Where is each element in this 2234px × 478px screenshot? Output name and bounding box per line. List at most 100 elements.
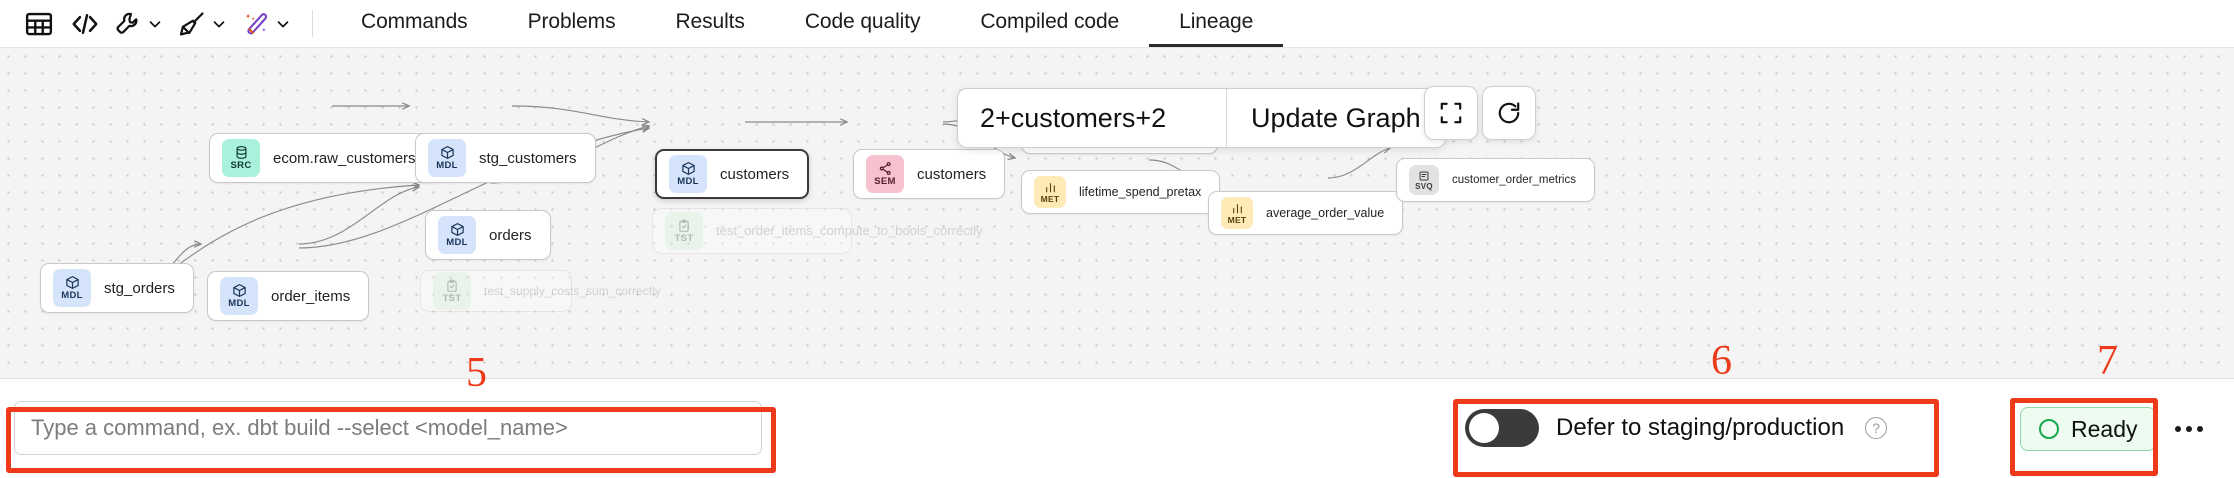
tab-commands[interactable]: Commands	[331, 0, 498, 47]
command-input[interactable]	[14, 401, 762, 455]
node-label: stg_customers	[479, 149, 577, 167]
database-icon	[234, 145, 249, 160]
panel-tabs: Commands Problems Results Code quality C…	[331, 0, 1284, 47]
status-badge[interactable]: Ready	[2020, 407, 2157, 451]
fullscreen-button[interactable]	[1424, 86, 1478, 140]
cube-icon	[440, 145, 455, 160]
top-toolbar: Commands Problems Results Code quality C…	[0, 0, 2234, 48]
model-badge: MDL	[438, 216, 476, 254]
tab-label: Problems	[527, 10, 616, 33]
node-label: customers	[720, 165, 790, 183]
badge-type: TST	[674, 232, 694, 244]
cube-icon	[681, 161, 696, 176]
semantic-badge: SEM	[866, 155, 904, 193]
badge-type: MET	[1227, 214, 1247, 225]
badge-type: MDL	[446, 237, 468, 249]
lineage-node[interactable]: SRC ecom.raw_customers	[209, 133, 435, 183]
metric-chart-icon	[1044, 181, 1057, 194]
badge-type: MDL	[61, 290, 83, 302]
update-graph-button[interactable]: Update Graph	[1226, 89, 1445, 147]
toolbar-divider	[312, 10, 313, 37]
clipboard-check-icon	[677, 219, 691, 233]
saved-query-badge: SVQ	[1409, 165, 1439, 195]
graph-selector-input[interactable]	[958, 89, 1226, 147]
clipboard-check-icon	[445, 279, 459, 293]
tab-compiled-code[interactable]: Compiled code	[950, 0, 1149, 47]
dot	[2186, 426, 2192, 432]
tab-problems[interactable]: Problems	[498, 0, 646, 47]
test-badge: TST	[433, 272, 471, 310]
tab-lineage[interactable]: Lineage	[1149, 0, 1284, 47]
graph-selector-panel[interactable]: Update Graph	[957, 88, 1446, 148]
cube-icon	[232, 283, 247, 298]
node-label: customer_order_metrics	[1452, 174, 1576, 186]
model-badge: MDL	[428, 139, 466, 177]
node-label: customers	[917, 165, 987, 183]
lineage-node[interactable]: MET average_order_value	[1208, 191, 1404, 235]
chevron-down-icon[interactable]	[272, 3, 294, 45]
lineage-node[interactable]: MDL stg_customers	[415, 133, 596, 183]
refresh-graph-button[interactable]	[1482, 86, 1536, 140]
metric-badge: MET	[1034, 176, 1066, 208]
ai-assist-button[interactable]	[238, 3, 298, 45]
lineage-node[interactable]: SVQ customer_order_metrics	[1396, 158, 1595, 202]
lineage-node-test[interactable]: TST test_supply_costs_sum_correctly	[420, 270, 661, 312]
lineage-node-test[interactable]: TST test_order_items_compute_to_bools_co…	[652, 208, 983, 254]
cube-icon	[65, 275, 80, 290]
source-badge: SRC	[222, 139, 260, 177]
status-label: Ready	[2071, 415, 2138, 442]
badge-type: MDL	[677, 176, 699, 188]
lineage-node[interactable]: MDL stg_orders	[40, 263, 194, 313]
build-tools-button[interactable]	[110, 3, 170, 45]
dot	[2197, 426, 2203, 432]
command-bar: Defer to staging/production ? Ready	[0, 378, 2234, 478]
chevron-down-icon[interactable]	[144, 3, 166, 45]
toggle-knob	[1469, 413, 1499, 443]
tab-label: Results	[675, 10, 745, 33]
more-options-icon[interactable]	[2165, 409, 2213, 449]
badge-type: MDL	[436, 160, 458, 172]
tab-results[interactable]: Results	[645, 0, 774, 47]
format-code-button[interactable]	[174, 3, 234, 45]
node-label: test_order_items_compute_to_bools_correc…	[716, 222, 983, 238]
defer-toggle[interactable]	[1465, 409, 1539, 447]
defer-control-group: Defer to staging/production ?	[1465, 409, 1888, 447]
node-label: stg_orders	[104, 279, 175, 297]
lineage-node[interactable]: MDL orders	[425, 210, 551, 260]
help-circle-icon[interactable]: ?	[1865, 417, 1888, 439]
badge-type: SVQ	[1415, 181, 1433, 191]
model-badge: MDL	[220, 277, 258, 315]
cube-icon	[450, 222, 465, 237]
lineage-node[interactable]: MDL order_items	[207, 271, 370, 321]
model-badge: MDL	[53, 269, 91, 307]
badge-type: SEM	[874, 176, 896, 188]
tab-label: Commands	[361, 10, 468, 33]
node-label: order_items	[271, 287, 351, 305]
badge-type: SRC	[230, 160, 252, 172]
lineage-node[interactable]: MET lifetime_spend_pretax	[1021, 170, 1221, 214]
editor-tool-group	[0, 0, 298, 47]
badge-type: MDL	[228, 298, 250, 310]
tab-code-quality[interactable]: Code quality	[775, 0, 951, 47]
node-label: lifetime_spend_pretax	[1079, 185, 1202, 199]
saved-query-icon	[1418, 170, 1430, 182]
defer-label: Defer to staging/production	[1556, 414, 1845, 441]
tab-label: Lineage	[1179, 10, 1254, 33]
node-label: ecom.raw_customers	[273, 149, 416, 167]
table-icon[interactable]	[18, 3, 60, 45]
chevron-down-icon[interactable]	[208, 3, 230, 45]
code-brackets-icon[interactable]	[64, 3, 106, 45]
lineage-node-selected[interactable]: MDL customers	[655, 149, 810, 199]
badge-type: TST	[442, 292, 462, 304]
dot	[2175, 426, 2181, 432]
tab-label: Code quality	[804, 10, 921, 33]
node-label: average_order_value	[1266, 206, 1385, 220]
semantic-graph-icon	[878, 161, 893, 176]
lineage-node[interactable]: SEM customers	[853, 149, 1006, 199]
metric-badge: MET	[1221, 197, 1253, 229]
model-badge: MDL	[669, 155, 707, 193]
badge-type: MET	[1040, 193, 1060, 204]
lineage-graph-canvas[interactable]: SRC ecom.raw_customers MDL stg_customers…	[0, 48, 2234, 378]
node-label: orders	[489, 226, 532, 244]
